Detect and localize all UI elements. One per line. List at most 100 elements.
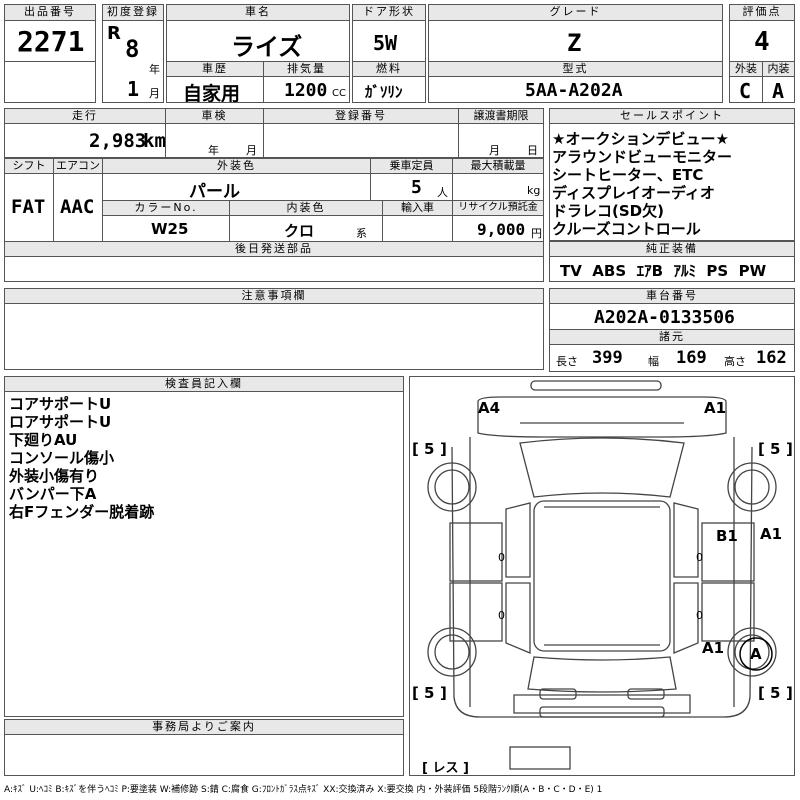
equipment-cell: TV ABS ｴｱB ｱﾙﾐ PS PW bbox=[549, 256, 795, 282]
max-load-unit: kg bbox=[527, 184, 541, 197]
height-label: 高さ bbox=[724, 355, 746, 368]
office-notice-label: 事務局よりご案内 bbox=[4, 719, 404, 735]
fuel-cell: ｶﾞｿﾘﾝ bbox=[352, 76, 426, 103]
sales-points-list: ★オークションデビュー★ アラウンドビューモニター シートヒーター、ETC ディ… bbox=[549, 123, 795, 241]
door-type: 5W bbox=[373, 31, 398, 55]
sales-point-item: アラウンドビューモニター bbox=[552, 148, 733, 166]
equipment-label: 純正装備 bbox=[549, 241, 795, 257]
specs-label: 諸元 bbox=[549, 329, 795, 345]
tread-rear-left-close: ] bbox=[440, 684, 447, 702]
history: 自家用 bbox=[183, 83, 241, 103]
max-load-cell: kg bbox=[452, 173, 544, 201]
interior-grade-label: 内装 bbox=[762, 61, 795, 77]
inspector-note: 下廻りAU bbox=[9, 431, 78, 449]
less-mark: [ レス ] bbox=[422, 761, 469, 776]
left-window-front bbox=[505, 502, 531, 578]
left-rear-door bbox=[449, 582, 503, 642]
lot-number-cell: 2271 bbox=[4, 20, 96, 62]
damage-mark-a1-rear: A1 bbox=[702, 639, 725, 657]
import-cell bbox=[382, 215, 453, 242]
history-cell: 自家用 bbox=[166, 76, 264, 103]
interior-color: クロ bbox=[284, 222, 315, 240]
right-front-door bbox=[701, 522, 755, 582]
damage-mark-a1-side: A1 bbox=[760, 525, 783, 543]
right-window-rear bbox=[673, 582, 699, 654]
sales-point-item: ★オークションデビュー★ bbox=[552, 130, 729, 148]
model-code: 5AA-A202A bbox=[525, 80, 623, 101]
recycle-label: リサイクル預託金 bbox=[452, 200, 544, 216]
inspector-note: コアサポートU bbox=[9, 395, 112, 413]
tread-front-left-open: [ bbox=[412, 440, 419, 458]
sales-points-label: セールスポイント bbox=[549, 108, 795, 124]
mileage-cell: 2,983 km bbox=[4, 123, 166, 158]
color-number-cell: W25 bbox=[102, 215, 230, 242]
door-type-label: ドア形状 bbox=[352, 4, 426, 21]
displacement-label: 排気量 bbox=[263, 61, 350, 77]
tailgate-outline bbox=[513, 694, 691, 714]
rear-window-outline bbox=[527, 656, 677, 693]
reg-month: 1 bbox=[127, 77, 140, 101]
interior-color-label: 内装色 bbox=[229, 200, 383, 216]
inspector-note: 外装小傷有り bbox=[9, 467, 100, 485]
inspector-note: ロアサポートU bbox=[9, 413, 112, 431]
mileage-unit: km bbox=[143, 130, 166, 152]
shift-cell: FAT bbox=[4, 173, 54, 242]
tread-front-left-close: ] bbox=[440, 440, 447, 458]
transfer-deadline-label: 譲渡書期限 bbox=[458, 108, 544, 124]
rear-bumper-outline bbox=[539, 706, 665, 718]
inspector-note: 右Fフェンダー脱着跡 bbox=[9, 503, 155, 521]
score: 4 bbox=[754, 27, 770, 57]
later-parts-cell bbox=[4, 256, 544, 282]
model-code-cell: 5AA-A202A bbox=[428, 76, 723, 103]
exterior-grade-label: 外装 bbox=[729, 61, 763, 77]
office-notice-cell bbox=[4, 734, 404, 776]
interior-grade-cell: A bbox=[762, 76, 795, 103]
hood-outline bbox=[477, 396, 727, 438]
shift: FAT bbox=[11, 196, 46, 218]
sales-point-item: クルーズコントロール bbox=[552, 220, 701, 238]
car-name: ライズ bbox=[231, 33, 303, 61]
chassis-number: A202A-0133506 bbox=[594, 307, 735, 328]
capacity-label: 乗車定員 bbox=[370, 158, 453, 174]
transfer-day-unit: 日 bbox=[527, 144, 538, 157]
car-diagram bbox=[427, 380, 777, 770]
wheel-rear-right bbox=[727, 627, 777, 677]
era: R bbox=[107, 23, 121, 44]
exterior-grade: C bbox=[739, 79, 752, 103]
recycle-cell: 9,000 円 bbox=[452, 215, 544, 242]
side-line bbox=[469, 437, 735, 707]
height: 162 bbox=[756, 348, 787, 368]
import-label: 輸入車 bbox=[382, 200, 453, 216]
score-cell: 4 bbox=[729, 20, 795, 62]
door-mark-zero: 0 bbox=[696, 609, 703, 622]
first-registration-cell: R 8 年 1 月 bbox=[102, 20, 164, 103]
capacity-cell: 5 人 bbox=[370, 173, 453, 201]
sales-point-item: ディスプレイオーディオ bbox=[552, 184, 715, 202]
displacement: 1200 bbox=[284, 80, 328, 101]
grade-label: グレード bbox=[428, 4, 723, 21]
lot-number-label: 出品番号 bbox=[4, 4, 96, 21]
registration-number-cell bbox=[263, 123, 459, 158]
score-label: 評価点 bbox=[729, 4, 795, 21]
length-label: 長さ bbox=[556, 355, 578, 368]
history-label: 車歴 bbox=[166, 61, 264, 77]
rear-lamp-right bbox=[627, 688, 665, 700]
length: 399 bbox=[592, 348, 623, 368]
registration-number-label: 登録番号 bbox=[263, 108, 459, 124]
transfer-month-unit: 月 bbox=[489, 144, 500, 157]
sales-point-item: シートヒーター、ETC bbox=[552, 166, 704, 184]
later-parts-label: 後日発送部品 bbox=[4, 241, 544, 257]
damage-mark-a1-front: A1 bbox=[704, 399, 727, 417]
wheel-front-right-inner bbox=[734, 469, 770, 505]
tread-front-right-close: ] bbox=[786, 440, 793, 458]
tread-rear-right: 5 bbox=[770, 684, 781, 702]
equipment: TV ABS ｴｱB ｱﾙﾐ PS PW bbox=[560, 262, 767, 280]
tread-front-right-open: [ bbox=[758, 440, 765, 458]
interior-grade: A bbox=[772, 79, 785, 103]
roof-outline bbox=[533, 500, 671, 652]
inspection-cell: 年 月 bbox=[165, 123, 264, 158]
month-unit: 月 bbox=[149, 87, 160, 100]
spare-tire-box bbox=[509, 746, 571, 770]
displacement-unit: CC bbox=[332, 88, 346, 99]
width: 169 bbox=[676, 348, 707, 368]
